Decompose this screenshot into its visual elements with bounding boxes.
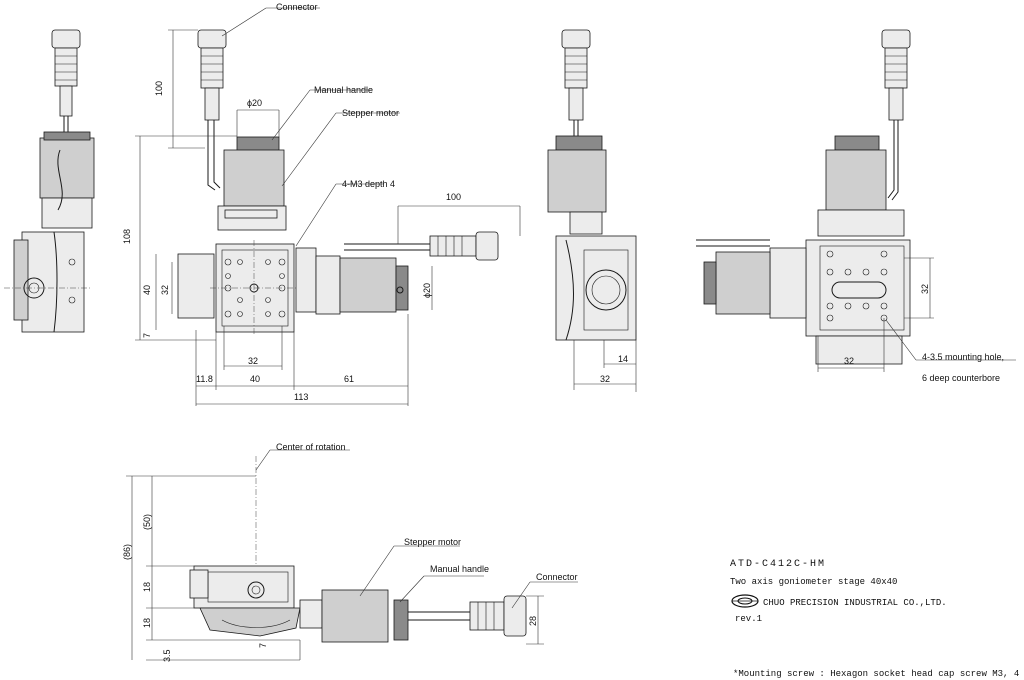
dim-18-lower: 18: [142, 618, 152, 628]
label-mounting-hole-2: 6 deep counterbore: [922, 373, 1000, 383]
dim-50: (50): [142, 514, 152, 530]
company-name: CHUO PRECISION INDUSTRIAL CO.,LTD.: [763, 598, 947, 608]
top-view: [135, 7, 521, 406]
label-center-of-rotation: Center of rotation: [276, 442, 346, 452]
mounting-screw-note: *Mounting screw : Hexagon socket head ca…: [733, 669, 1024, 679]
bottom-view: [696, 29, 1016, 372]
left-side-view: [4, 29, 95, 333]
dim-18-upper: 18: [142, 582, 152, 592]
label-connector-top: Connector: [276, 2, 318, 12]
dim-phi20-right: ϕ20: [422, 283, 432, 298]
company-logo: [731, 594, 759, 608]
side-view: [547, 29, 637, 392]
callout-labels: Connector Manual handle Stepper motor 4-…: [276, 2, 1004, 582]
dim-32-right-horizontal: 32: [844, 356, 854, 366]
dim-100-vertical: 100: [154, 81, 164, 96]
model-number: ATD-C412C-HM: [730, 559, 826, 570]
model-description: Two axis goniometer stage 40x40: [730, 577, 897, 587]
dim-7: 7: [142, 333, 152, 338]
dim-108: 108: [122, 229, 132, 244]
dim-7-front: 7: [258, 643, 268, 648]
dim-32-left: 32: [160, 285, 170, 295]
label-manual-handle-bottom: Manual handle: [430, 564, 489, 574]
dim-32-right-vertical: 32: [920, 284, 930, 294]
revision: rev.1: [735, 614, 762, 624]
label-manual-handle-top: Manual handle: [314, 85, 373, 95]
dim-32-bottom: 32: [248, 356, 258, 366]
dim-40-bottom: 40: [250, 374, 260, 384]
dim-14: 14: [618, 354, 628, 364]
dim-3-5: 3.5: [162, 649, 172, 662]
label-stepper-motor-bottom: Stepper motor: [404, 537, 461, 547]
label-mounting-hole-1: 4-3.5 mounting hole,: [922, 352, 1004, 362]
dim-32-side: 32: [600, 374, 610, 384]
dim-86: (86): [122, 544, 132, 560]
dimension-values: 100 ϕ20 108 40 32 7 100 ϕ20 32 11.8 40 6…: [122, 81, 930, 662]
dim-61: 61: [344, 374, 354, 384]
dim-40-left: 40: [142, 285, 152, 295]
label-m3-depth: 4-M3 depth 4: [342, 179, 395, 189]
title-block: ATD-C412C-HM Two axis goniometer stage 4…: [730, 559, 1024, 679]
dim-113: 113: [294, 392, 308, 402]
front-view: [126, 449, 578, 661]
dim-phi20-top: ϕ20: [247, 98, 262, 108]
label-stepper-motor-top: Stepper motor: [342, 108, 399, 118]
dim-100-horizontal: 100: [446, 192, 461, 202]
dim-28: 28: [528, 616, 538, 626]
dim-11-8: 11.8: [196, 374, 213, 384]
label-connector-bottom: Connector: [536, 572, 578, 582]
